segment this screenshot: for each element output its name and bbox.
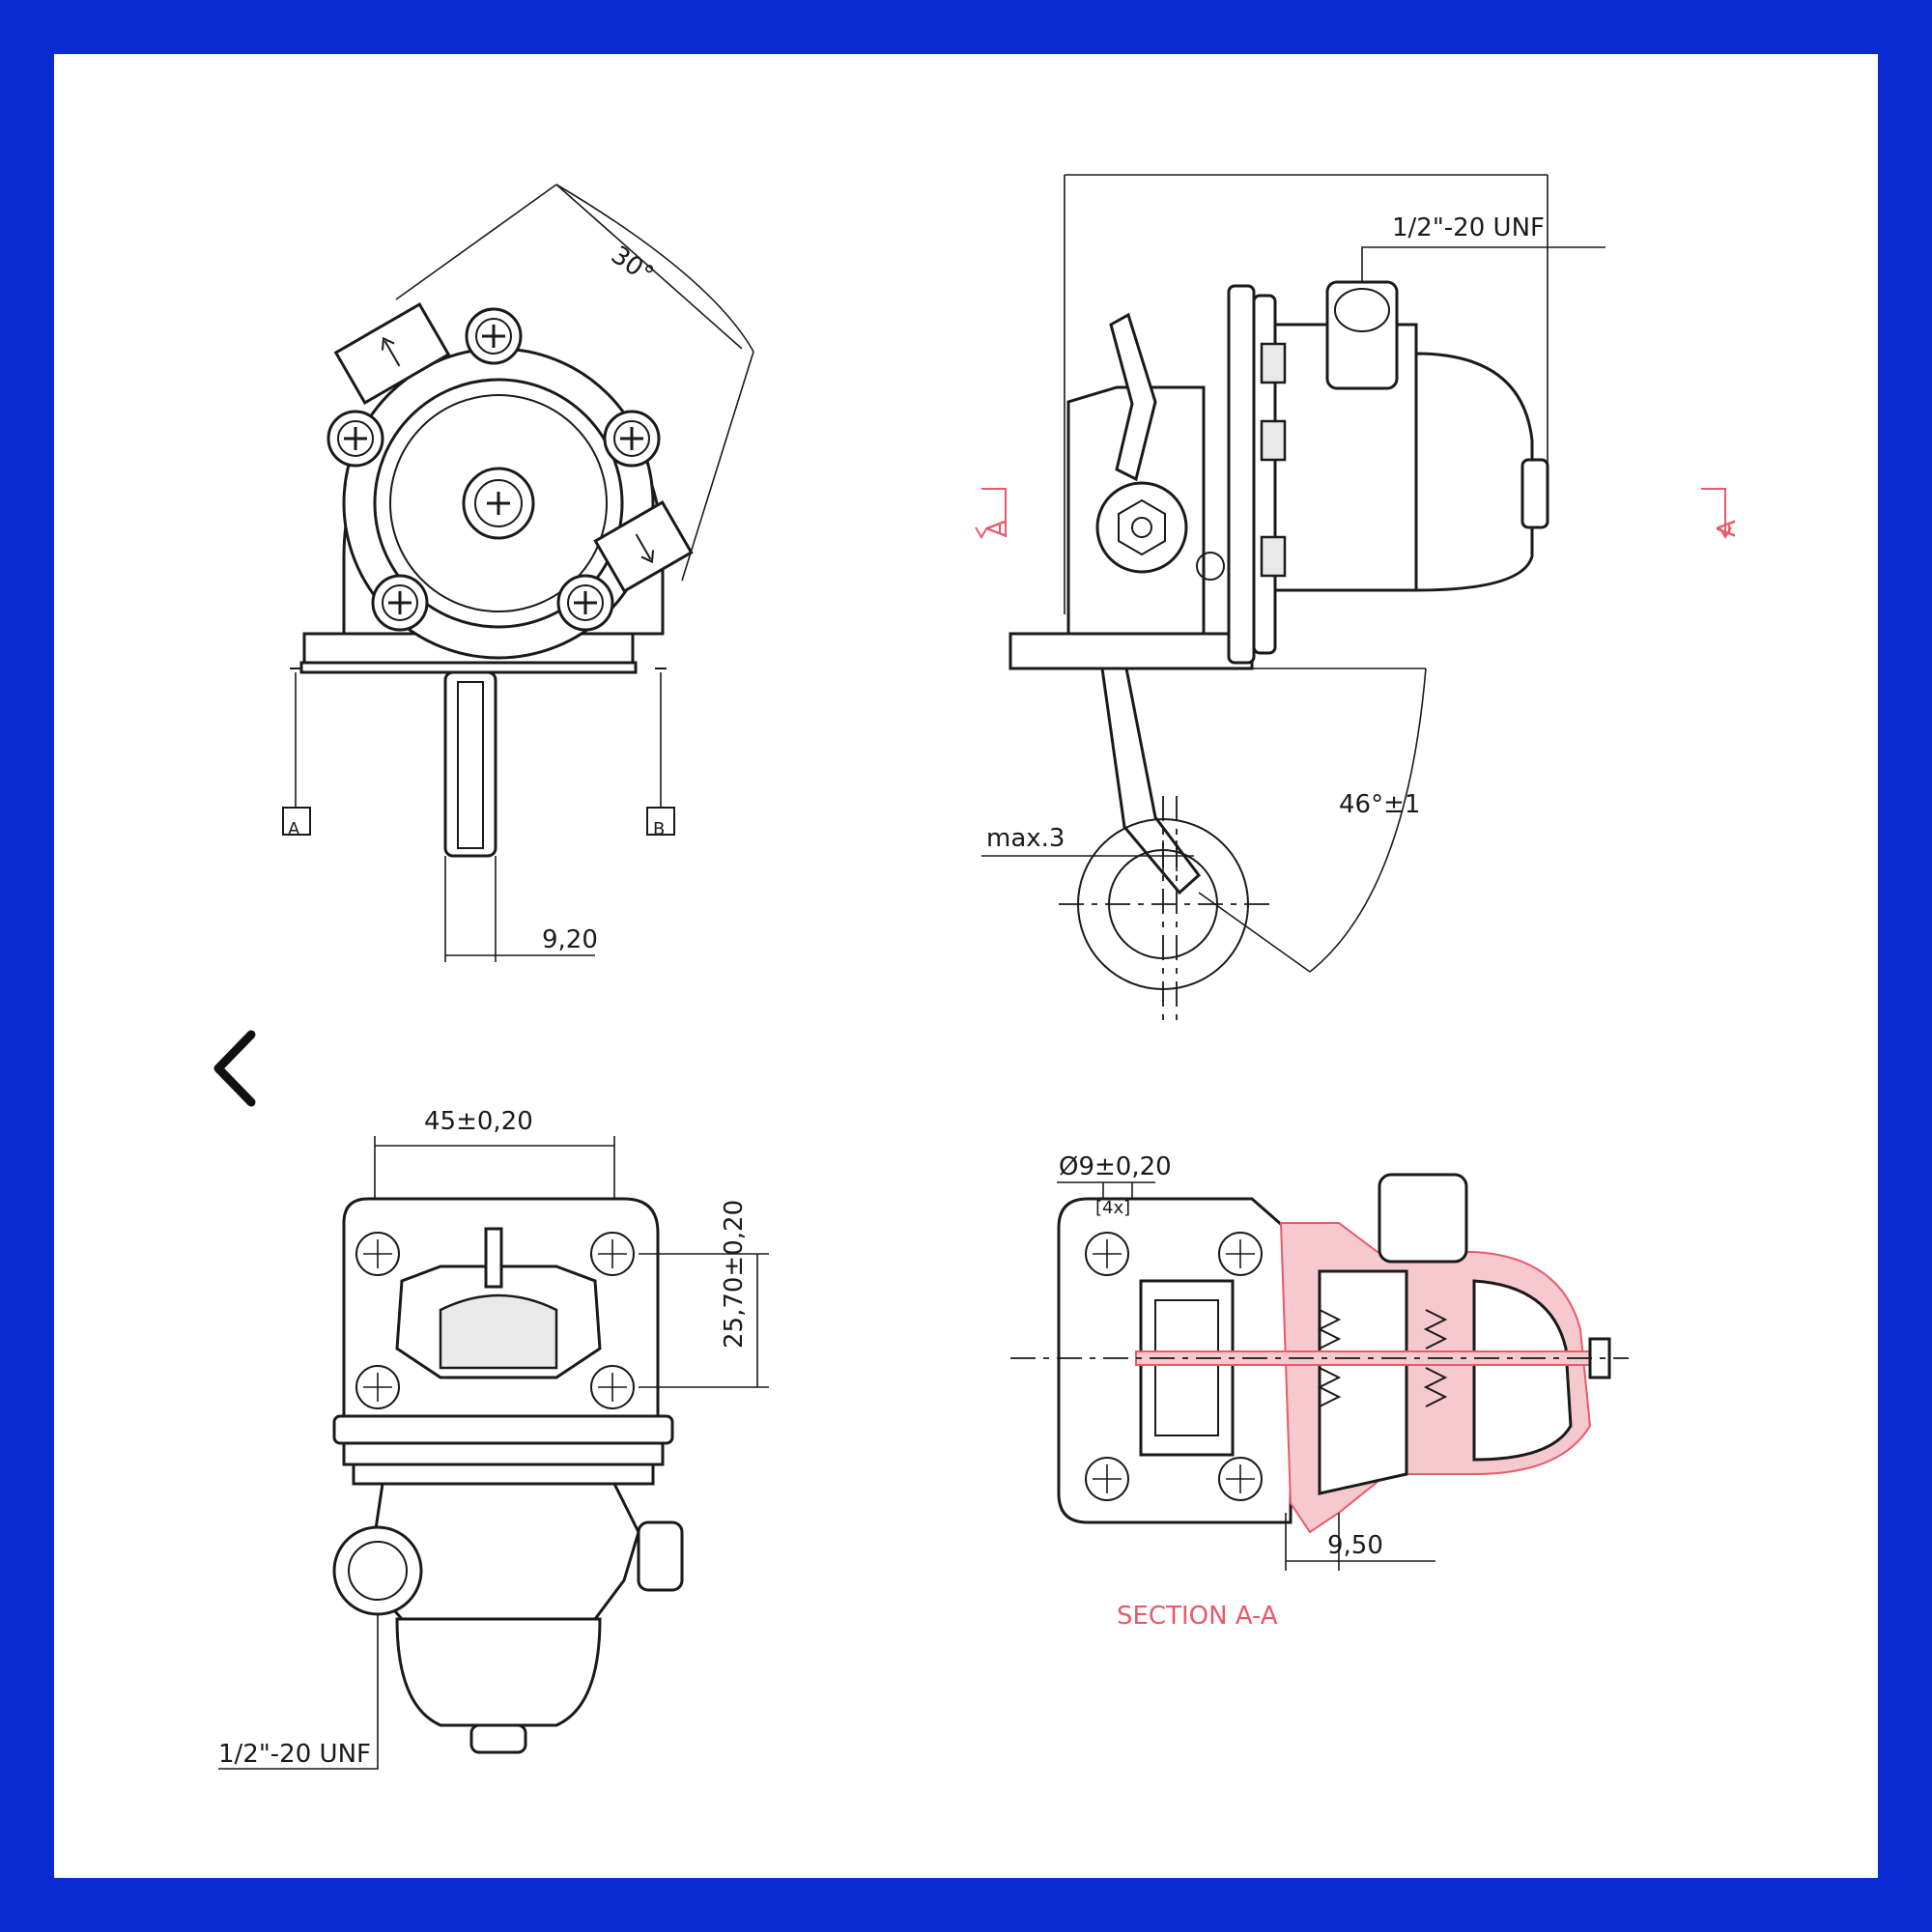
dim-45-label: 45±0,20: [424, 1107, 533, 1136]
thread-bottom-label: 1/2"-20 UNF: [218, 1740, 371, 1769]
top-view: [218, 1136, 769, 1770]
drawing-sheet: 30° A B 9,20 1/2"-20 UNF A A max.3 46°±1…: [54, 54, 1878, 1878]
section-aa-label: SECTION A-A: [1117, 1602, 1278, 1631]
datum-b-label: B: [653, 819, 665, 839]
section-marker-right: A: [1713, 520, 1742, 537]
technical-drawing: 30° A B 9,20 1/2"-20 UNF A A max.3 46°±1…: [218, 174, 1742, 1770]
screw-bosses: [327, 307, 661, 632]
front-view: [282, 184, 754, 962]
dim-2570-label: 25,70±0,20: [720, 1200, 749, 1349]
max3-label: max.3: [986, 824, 1065, 853]
section-marker-left: A: [983, 520, 1012, 537]
side-view: [975, 174, 1732, 1020]
section-view: [1010, 1173, 1629, 1571]
dim-920-label: 9,20: [542, 925, 598, 954]
dim-950-label: 9,50: [1327, 1531, 1383, 1560]
count-4x-label: [4x]: [1095, 1198, 1130, 1218]
angle-30-label: 30°: [606, 241, 659, 290]
dia-9-label: Ø9±0,20: [1059, 1152, 1172, 1181]
thread-top-label: 1/2"-20 UNF: [1392, 213, 1545, 242]
chevron-left-icon[interactable]: [201, 1025, 269, 1112]
angle-46-label: 46°±1: [1339, 790, 1420, 819]
datum-a-label: A: [288, 819, 300, 839]
